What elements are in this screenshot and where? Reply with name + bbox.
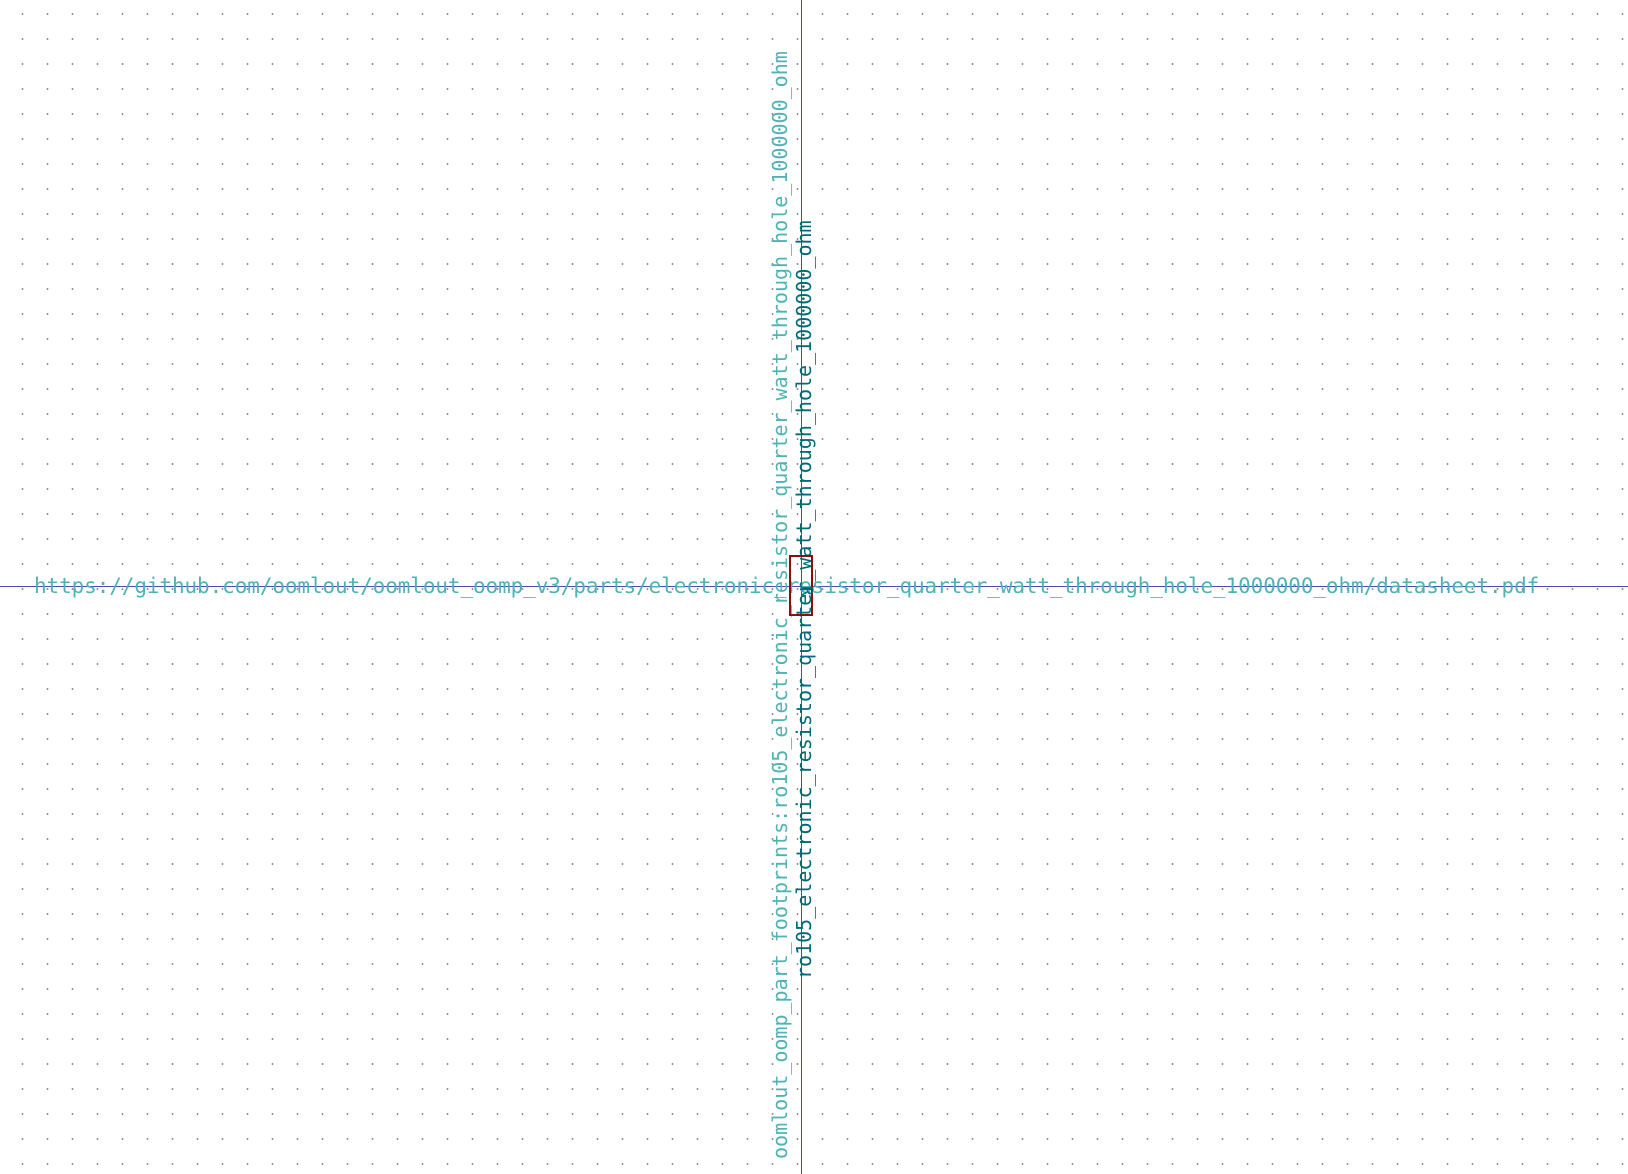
- reference-designator[interactable]: R: [798, 586, 817, 596]
- y-axis-line: [801, 0, 802, 1174]
- datasheet-field[interactable]: https://github.com/oomlout/oomlout_oomp_…: [34, 574, 1540, 598]
- x-axis-line: [0, 586, 1628, 587]
- resistor-body[interactable]: [789, 555, 813, 616]
- footprint-field[interactable]: oomlout_oomp_part_footprints:ro105_elect…: [768, 51, 792, 1159]
